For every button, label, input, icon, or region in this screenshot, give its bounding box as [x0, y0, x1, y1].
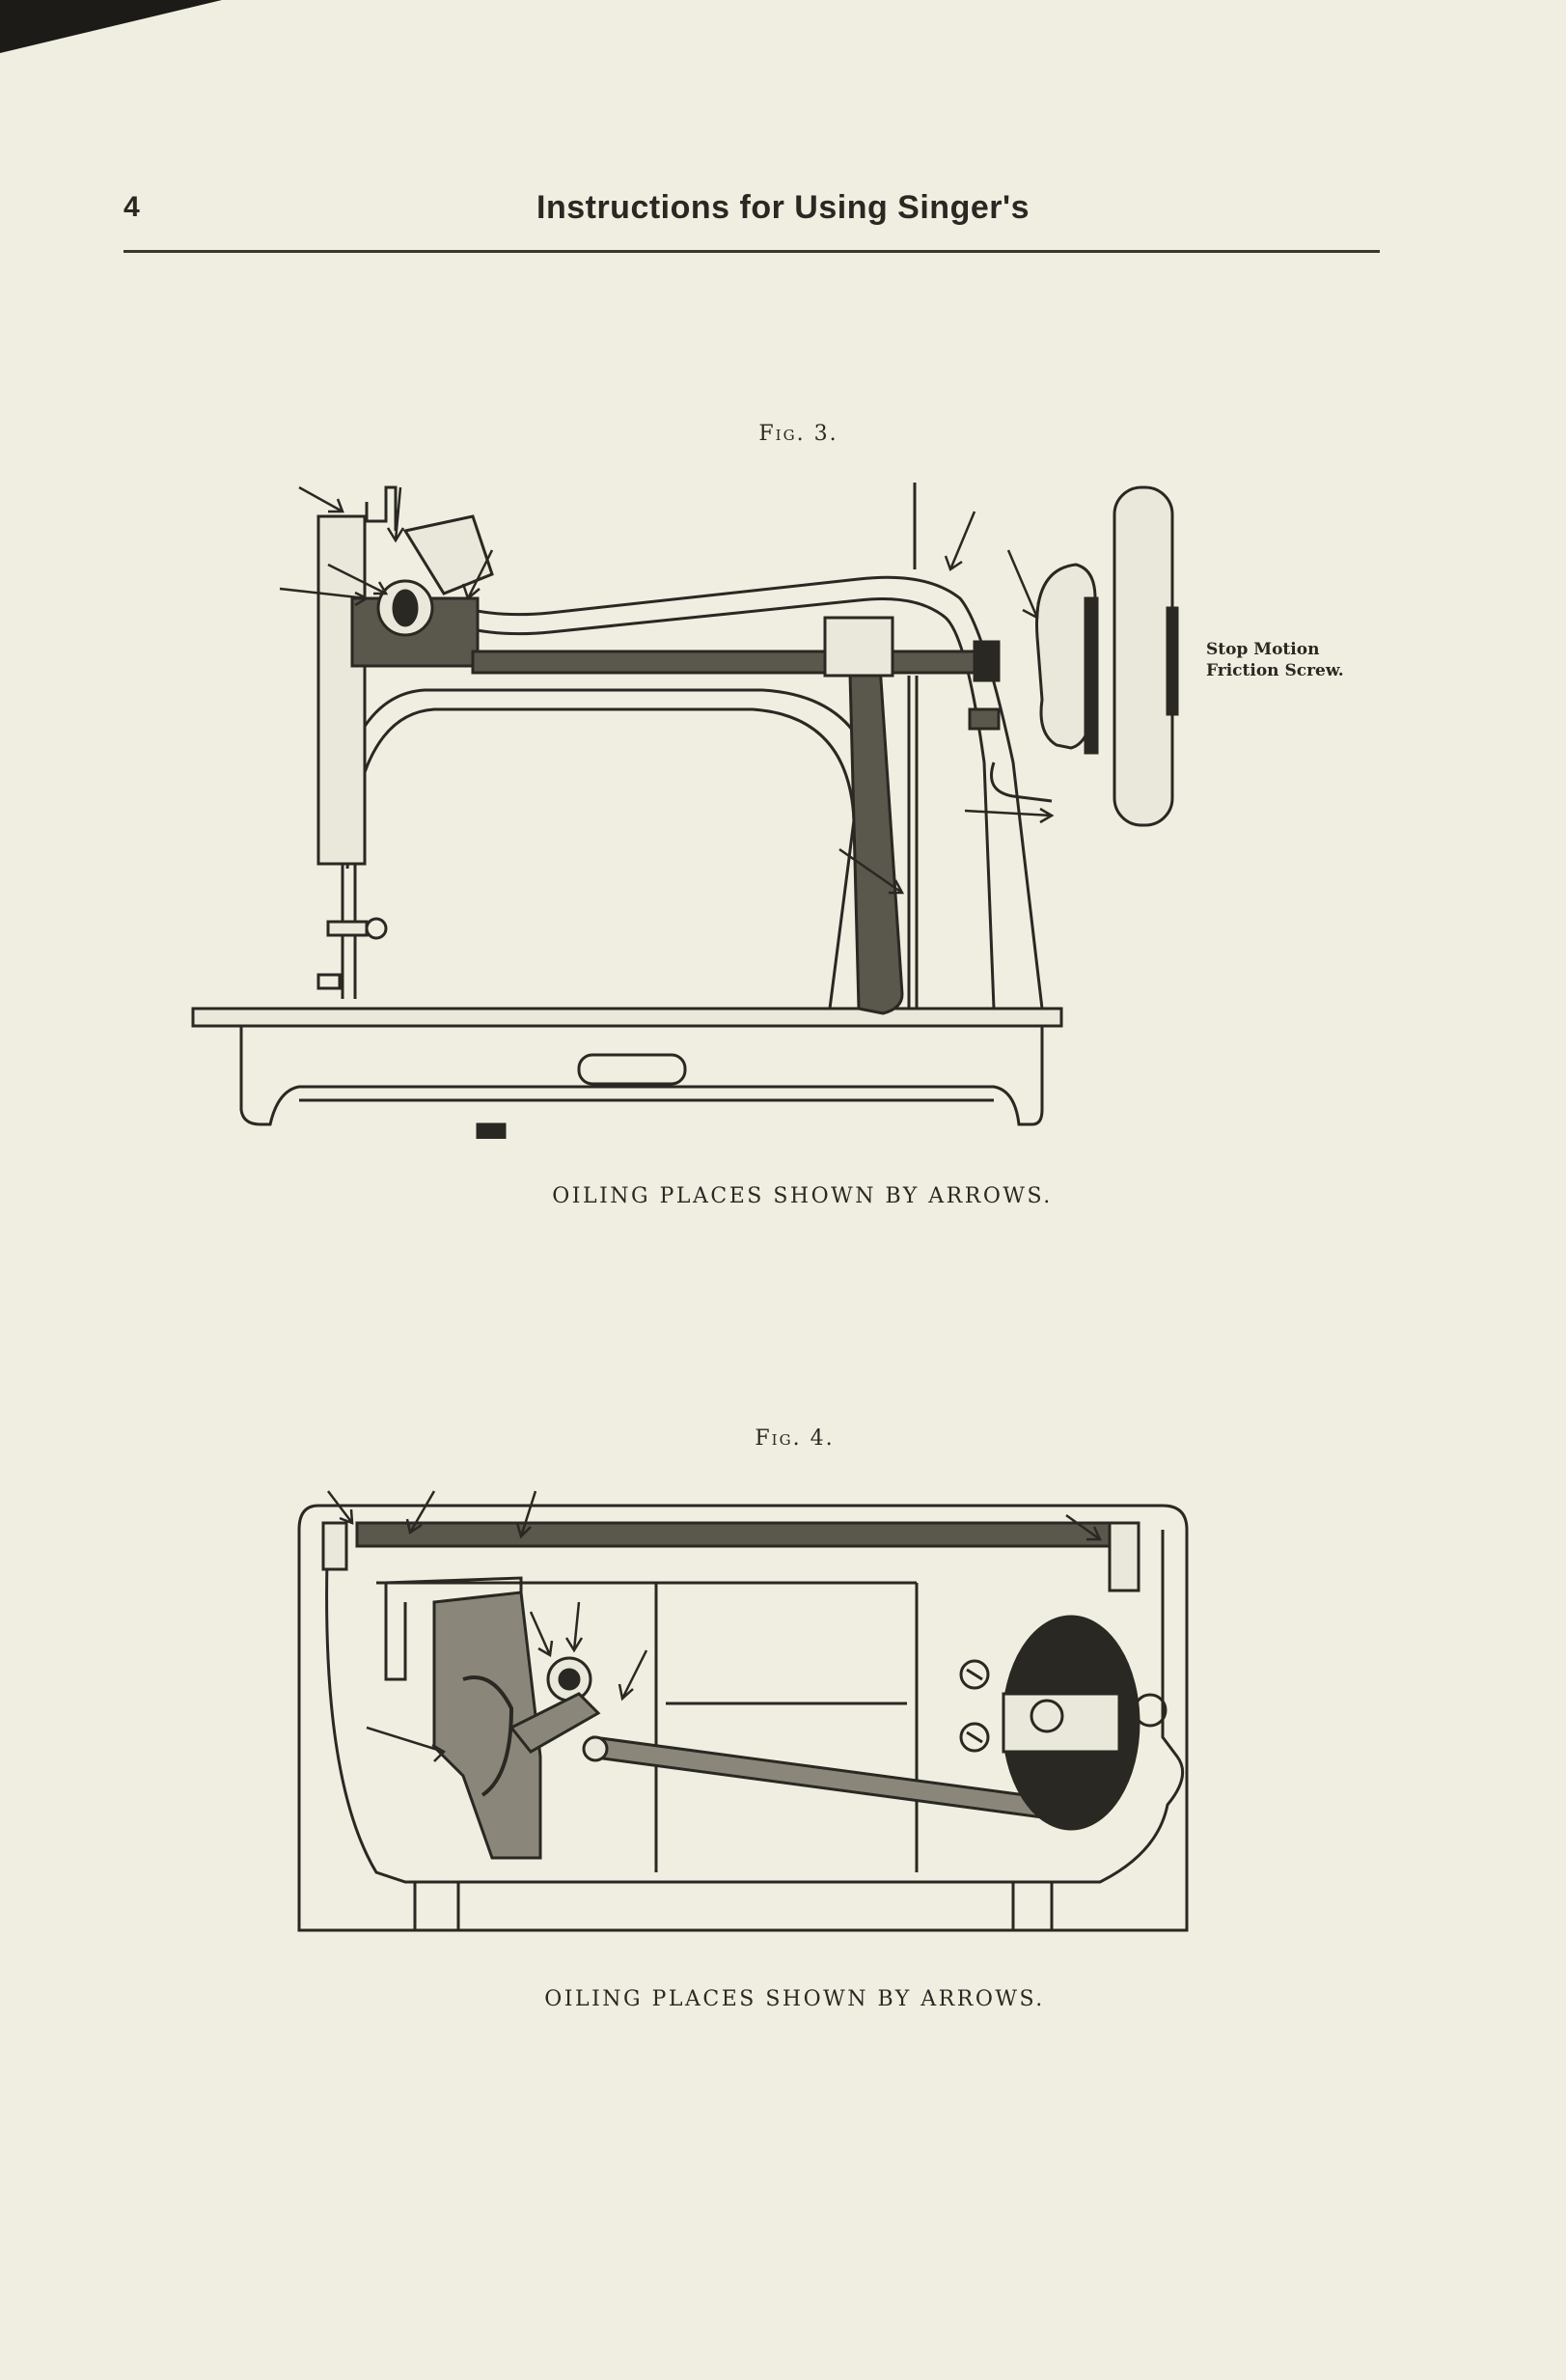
page-number: 4 — [124, 191, 140, 223]
stop-motion-annotation: Stop Motion Friction Screw. — [1206, 639, 1344, 681]
dark-page-corner — [0, 0, 222, 53]
annotation-line-1: Stop Motion — [1206, 640, 1320, 659]
annotation-line-2: Friction Screw. — [1206, 661, 1344, 680]
figure-3-caption: OILING PLACES SHOWN BY ARROWS. — [552, 1184, 1053, 1208]
figure-4-sewing-machine-underside — [297, 1490, 1189, 1932]
running-head: Instructions for Using Singer's — [536, 189, 1030, 226]
figure-4-caption: OILING PLACES SHOWN BY ARROWS. — [544, 1987, 1045, 2011]
figure-3-label: Fig. 3. — [758, 422, 838, 446]
figure-4-label: Fig. 4. — [755, 1426, 835, 1451]
header-rule — [124, 250, 1380, 253]
figure-3-sewing-machine-side-view — [191, 483, 1179, 1139]
